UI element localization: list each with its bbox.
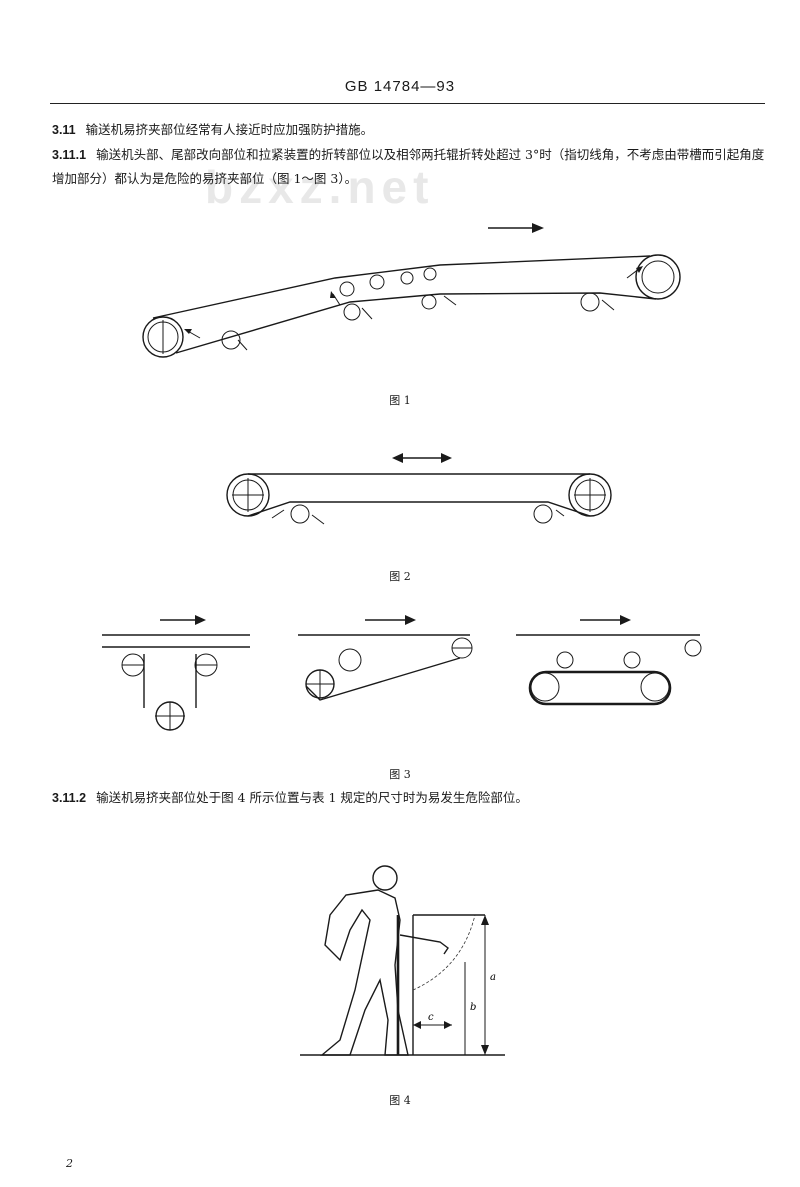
figure-3-caption: 图 3 [389, 768, 411, 781]
figure-2-caption: 图 2 [389, 570, 411, 583]
section-number: 3.11.1 [52, 148, 87, 162]
section-number: 3.11.2 [52, 791, 87, 805]
header-rule [50, 103, 765, 104]
dimension-label: a [490, 972, 496, 983]
figure-2-conveyor-drawing [226, 453, 612, 525]
section-3-11: 3.11 输送机易挤夹部位经常有人接近时应加强防护措施。 [52, 118, 767, 142]
figure-1-conveyor-drawing [142, 223, 681, 358]
standard-header: GB 14784—93 [344, 78, 456, 95]
watermark-text: bzxz.net [205, 161, 435, 213]
figure-4-human-reach-drawing: a b c [300, 865, 505, 1056]
dimension-label: b [470, 1002, 476, 1013]
section-3-11-2: 3.11.2 输送机易挤夹部位处于图 4 所示位置与表 1 规定的尺寸时为易发生危… [52, 786, 767, 810]
page-number: 2 [66, 1157, 73, 1170]
dimension-label: c [428, 1012, 434, 1023]
figure-4-caption: 图 4 [389, 1094, 411, 1107]
figure-3-conveyor-drawings [102, 615, 702, 731]
section-text: 输送机头部、尾部改向部位和拉紧装置的折转部位以及相邻两托辊折转处超过 3°时（指… [52, 147, 765, 186]
section-number: 3.11 [52, 123, 76, 137]
section-text: 输送机易挤夹部位处于图 4 所示位置与表 1 规定的尺寸时为易发生危险部位。 [96, 790, 528, 805]
section-text: 输送机易挤夹部位经常有人接近时应加强防护措施。 [85, 122, 374, 137]
figure-1-caption: 图 1 [389, 394, 411, 407]
